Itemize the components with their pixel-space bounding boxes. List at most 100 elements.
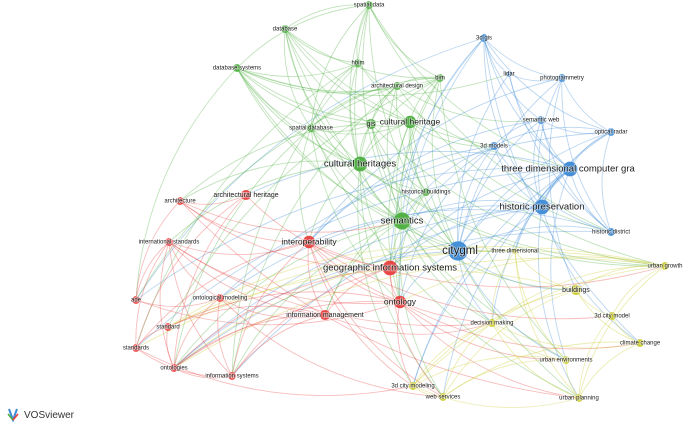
edge-architectural-design--spatial-database	[310, 85, 398, 129]
node-label-3d-gis: 3d gis	[476, 36, 492, 42]
edge-urban-growth--urban-planning	[578, 265, 666, 399]
edge-database--cultural-heritage	[284, 28, 411, 123]
node-gis[interactable]	[365, 118, 377, 130]
edge-hbim--spatial-database	[310, 62, 359, 129]
node-historical-buildings[interactable]	[422, 188, 430, 196]
node-label-three-dimensional: three dimensional	[491, 249, 538, 255]
node-geographic-information-systems[interactable]	[382, 260, 398, 276]
node-buildings[interactable]	[570, 284, 582, 296]
node-label-climate-change: climate change	[620, 341, 661, 347]
node-climate-change[interactable]	[636, 339, 644, 347]
edge-3d-gis--optical-radar	[483, 37, 612, 133]
node-decision-making[interactable]	[488, 319, 496, 327]
node-label-bim: bim	[435, 76, 445, 82]
node-architecture[interactable]	[176, 197, 184, 205]
node-label-urban-planning: urban planning	[559, 396, 599, 402]
edge-architectural-heritage--ontologies	[173, 194, 247, 369]
node-ade[interactable]	[132, 296, 140, 304]
node-information-systems[interactable]	[228, 372, 236, 380]
node-architectural-heritage[interactable]	[240, 189, 252, 201]
node-urban-growth[interactable]	[661, 262, 669, 270]
edge-ontology--urban-environments	[399, 301, 567, 361]
edge-3d-gis--three-dimensional-computer-graphics	[483, 37, 571, 170]
edge-3d-models--historic-district	[493, 145, 612, 233]
node-3d-models[interactable]	[490, 142, 498, 150]
edge-bim--standard	[167, 77, 441, 328]
node-information-management[interactable]	[319, 309, 331, 321]
edge-semantic-web--historic-preservation	[533, 119, 543, 208]
node-3d-city-model[interactable]	[608, 312, 616, 320]
node-label-semantic-web: semantic web	[523, 118, 560, 124]
nodes-layer[interactable]	[132, 1, 669, 402]
node-architectural-design[interactable]	[393, 82, 401, 90]
node-label-semantics: semantics	[381, 216, 424, 227]
node-database[interactable]	[281, 25, 289, 33]
edge-international-standards--standards	[135, 241, 170, 349]
edge-three-dimensional-computer-graphics--ade	[135, 167, 571, 301]
node-database-systems[interactable]	[233, 64, 241, 72]
node-citygml[interactable]	[448, 241, 468, 261]
node-cultural-heritage[interactable]	[403, 115, 417, 129]
edge-gis--urban-growth	[370, 123, 666, 267]
edge-three-dimensional-computer-graphics--3d-city-modeling	[412, 168, 571, 387]
edge-photogrammetry--buildings	[548, 77, 577, 291]
node-spatial-database[interactable]	[307, 124, 315, 132]
edge-3d-gis--geographic-information-systems	[389, 37, 485, 269]
node-3d-gis[interactable]	[480, 34, 488, 42]
edge-cultural-heritages--international-standards	[168, 163, 361, 243]
node-spatial-data[interactable]	[365, 1, 373, 9]
edge-cultural-heritage--ontology	[387, 121, 411, 303]
edge-architecture--urban-planning	[179, 200, 580, 399]
edge-3d-gis--photogrammetry	[483, 37, 563, 79]
node-international-standards[interactable]	[165, 238, 173, 246]
edge-semantic-web--historic-district	[540, 119, 612, 233]
edge-database--spatial-database	[283, 28, 312, 129]
node-standard[interactable]	[164, 323, 172, 331]
edge-ontologies--information-systems	[173, 367, 233, 379]
node-ontological-modeling[interactable]	[216, 294, 224, 302]
node-label-3d-models: 3d models	[480, 144, 508, 150]
node-label-hbim: hbim	[351, 61, 364, 67]
edge-interoperability--information-systems	[231, 241, 310, 377]
node-bim[interactable]	[436, 74, 444, 82]
edge-cultural-heritage--semantics	[396, 121, 411, 222]
edge-urban-growth--ontology	[399, 256, 666, 303]
node-urban-environments[interactable]	[562, 356, 570, 364]
edge-lidar--historic-district	[508, 73, 612, 233]
edge-decision-making--web-services	[442, 322, 493, 398]
node-ontology[interactable]	[393, 295, 407, 309]
edge-database-systems--cultural-heritages	[236, 67, 361, 165]
node-3d-city-modeling[interactable]	[409, 382, 417, 390]
node-cultural-heritages[interactable]	[352, 156, 368, 172]
edge-gis--historical-buildings	[370, 123, 427, 193]
node-three-dimensional[interactable]	[512, 248, 518, 254]
node-semantic-web[interactable]	[537, 116, 545, 124]
edge-ontology--3d-city-modeling	[397, 301, 414, 387]
node-three-dimensional-computer-graphics[interactable]	[562, 161, 578, 177]
node-ontologies[interactable]	[170, 364, 178, 372]
node-web-services[interactable]	[439, 393, 447, 401]
node-semantics[interactable]	[393, 212, 411, 230]
node-hbim[interactable]	[354, 59, 362, 67]
edge-database-systems--semantics	[236, 67, 403, 222]
node-lidar[interactable]	[506, 71, 512, 77]
node-historic-preservation[interactable]	[534, 199, 550, 215]
edge-ontology--ontologies	[173, 300, 401, 369]
edge-semantic-web--citygml	[457, 119, 542, 252]
node-standards[interactable]	[132, 344, 140, 352]
edge-international-standards--ontological-modeling	[168, 241, 221, 299]
node-urban-planning[interactable]	[575, 394, 583, 402]
node-interoperability[interactable]	[302, 235, 316, 249]
node-label-urban-environments: urban environments	[539, 358, 592, 364]
edge-information-management--ontologies	[173, 314, 326, 369]
edge-interoperability--standards	[135, 241, 310, 349]
node-optical-radar[interactable]	[607, 128, 615, 136]
edge-architectural-design--semantic-web	[396, 85, 542, 122]
node-historic-district[interactable]	[607, 228, 615, 236]
node-photogrammetry[interactable]	[558, 74, 566, 82]
edge-spatial-data--semantics	[362, 4, 403, 222]
edge-architecture--semantics	[179, 200, 403, 233]
edge-photogrammetry--optical-radar	[561, 77, 612, 133]
